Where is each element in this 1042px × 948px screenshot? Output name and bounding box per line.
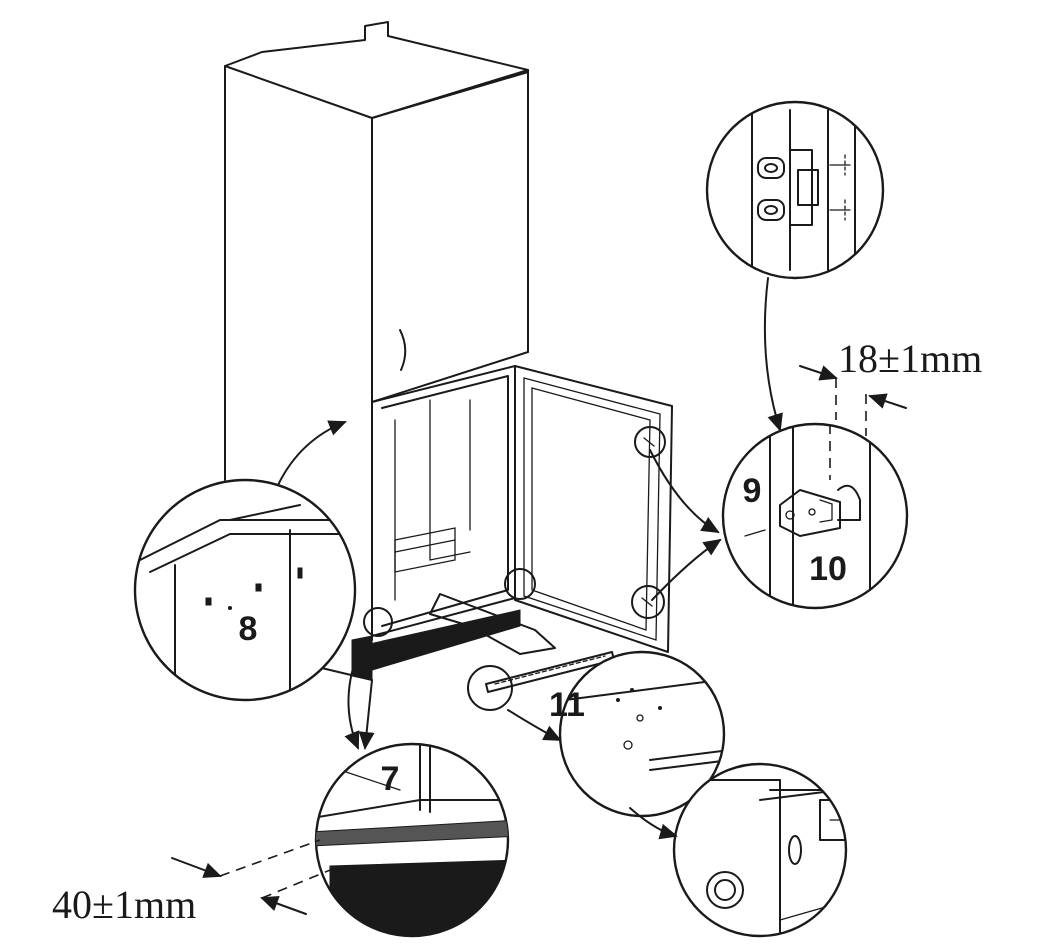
detail-circle-7: 7 <box>314 742 510 938</box>
detail-circle-bottom-right <box>672 762 848 938</box>
open-door <box>514 365 673 653</box>
dimension-bottom-label: 40±1mm <box>52 882 196 927</box>
callout-10: 10 <box>809 550 847 588</box>
callout-8: 8 <box>239 610 258 648</box>
detail-circle-8: 8 <box>133 478 357 702</box>
dimension-bottom: 40±1mm <box>52 839 341 927</box>
dimension-top-label: 18±1mm <box>838 336 982 381</box>
detail-circle-top-right <box>705 100 885 280</box>
callout-9: 9 <box>743 472 762 510</box>
detail-circle-11: 11 <box>549 650 726 818</box>
callout-11: 11 <box>549 686 585 724</box>
cabinet-body <box>224 21 556 681</box>
dimension-top: 18±1mm <box>799 336 982 436</box>
leader-arrows <box>277 277 783 840</box>
detail-circle-9-10: 9 10 <box>721 422 909 610</box>
callout-7: 7 <box>381 760 400 798</box>
